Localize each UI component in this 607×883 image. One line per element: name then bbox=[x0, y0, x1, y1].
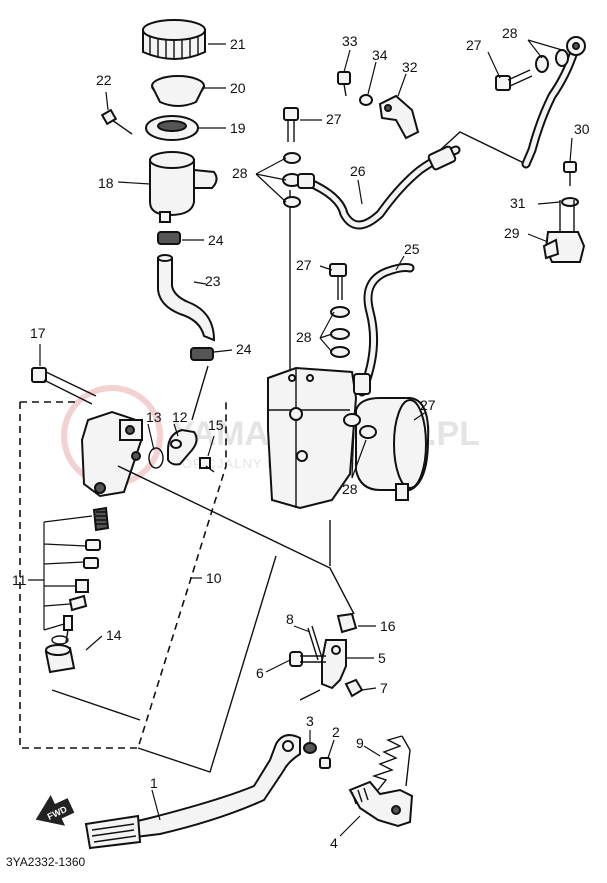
union-bolt-27-top bbox=[283, 107, 299, 142]
diaphragm bbox=[145, 115, 199, 141]
callout-25: 25 bbox=[404, 241, 420, 257]
brake-hose-right bbox=[521, 36, 586, 169]
accumulator-27 bbox=[355, 397, 430, 501]
callout-18: 18 bbox=[98, 175, 114, 191]
callout-33: 33 bbox=[342, 33, 358, 49]
callout-22: 22 bbox=[96, 72, 112, 88]
master-cylinder bbox=[80, 410, 144, 498]
callout-8: 8 bbox=[286, 611, 294, 627]
union-bolt-27-mid bbox=[329, 263, 347, 300]
callout-32: 32 bbox=[402, 59, 418, 75]
callout-28-right: 28 bbox=[502, 25, 518, 41]
callout-10: 10 bbox=[206, 570, 222, 586]
callout-21: 21 bbox=[230, 36, 246, 52]
brake-hose-25 bbox=[353, 263, 415, 397]
brake-pedal bbox=[84, 734, 301, 850]
assembly-10-outline bbox=[19, 401, 227, 749]
callout-24-upper: 24 bbox=[208, 232, 224, 248]
reservoir bbox=[149, 151, 218, 223]
reservoir-cap bbox=[142, 19, 206, 60]
callout-6: 6 bbox=[256, 665, 264, 681]
reservoir-hose bbox=[157, 254, 216, 342]
callout-7: 7 bbox=[380, 680, 388, 696]
callout-16: 16 bbox=[380, 618, 396, 634]
bolt-33 bbox=[337, 71, 351, 97]
screw-15 bbox=[199, 457, 215, 473]
callout-31: 31 bbox=[510, 195, 526, 211]
callout-13: 13 bbox=[146, 409, 162, 425]
callout-24-lower: 24 bbox=[236, 341, 252, 357]
o-ring-13 bbox=[148, 447, 164, 469]
pedal-shaft-4 bbox=[348, 780, 414, 828]
callout-5: 5 bbox=[378, 650, 386, 666]
bolt-22 bbox=[100, 108, 133, 135]
callout-leaders bbox=[28, 39, 573, 837]
callout-23: 23 bbox=[205, 273, 221, 289]
callout-17: 17 bbox=[30, 325, 46, 341]
bolt-2 bbox=[319, 757, 331, 769]
hose-guide-32 bbox=[378, 94, 420, 140]
callout-30: 30 bbox=[574, 121, 590, 137]
callout-28-mid: 28 bbox=[296, 329, 312, 345]
brake-hose-26 bbox=[297, 145, 461, 230]
boot-14 bbox=[44, 635, 76, 674]
hose-clamp-lower bbox=[190, 347, 214, 361]
callout-20: 20 bbox=[230, 80, 246, 96]
cylinder-kit-parts bbox=[63, 506, 110, 643]
callout-3: 3 bbox=[306, 713, 314, 729]
callout-14: 14 bbox=[106, 627, 122, 643]
callout-2: 2 bbox=[332, 724, 340, 740]
callout-26: 26 bbox=[350, 163, 366, 179]
callout-4: 4 bbox=[330, 835, 338, 851]
callout-28-low: 28 bbox=[342, 481, 358, 497]
washer-28-lower bbox=[343, 413, 377, 439]
callout-15: 15 bbox=[208, 417, 224, 433]
callout-labels: 21 20 19 22 18 24 23 24 17 13 12 15 11 1… bbox=[12, 25, 590, 851]
nut-3 bbox=[303, 742, 317, 754]
callout-29: 29 bbox=[504, 225, 520, 241]
callout-9: 9 bbox=[356, 735, 364, 751]
hose-joint-12 bbox=[167, 428, 198, 466]
return-spring-9 bbox=[371, 735, 411, 791]
washers-28-mid bbox=[330, 306, 350, 358]
cotter-pin-8 bbox=[307, 625, 323, 661]
diaphragm-plate bbox=[151, 75, 205, 107]
callout-19: 19 bbox=[230, 120, 246, 136]
washer-31 bbox=[561, 197, 579, 207]
callout-1: 1 bbox=[150, 775, 158, 791]
clevis-5 bbox=[321, 639, 347, 690]
nut-7 bbox=[344, 678, 364, 698]
callout-27-top: 27 bbox=[326, 111, 342, 127]
callout-11: 11 bbox=[12, 572, 27, 588]
fwd-arrow-icon: FWD bbox=[35, 794, 75, 826]
nut-34 bbox=[359, 94, 373, 106]
hydraulic-unit bbox=[267, 366, 358, 510]
callout-27-low: 27 bbox=[420, 397, 436, 413]
diagram-code: 3YA2332-1360 bbox=[6, 855, 86, 869]
callout-27-mid: 27 bbox=[296, 257, 312, 273]
nut-16 bbox=[336, 612, 358, 634]
callout-12: 12 bbox=[172, 409, 188, 425]
pin-6 bbox=[289, 651, 326, 667]
bracket-29 bbox=[542, 200, 586, 263]
union-bolt-27-right bbox=[495, 69, 533, 91]
callout-34: 34 bbox=[372, 47, 388, 63]
callout-27-right: 27 bbox=[466, 37, 482, 53]
union-bolt-17 bbox=[31, 367, 97, 405]
hose-clamp-upper bbox=[157, 231, 181, 245]
callout-28-top: 28 bbox=[232, 165, 248, 181]
bolt-30 bbox=[563, 161, 577, 186]
